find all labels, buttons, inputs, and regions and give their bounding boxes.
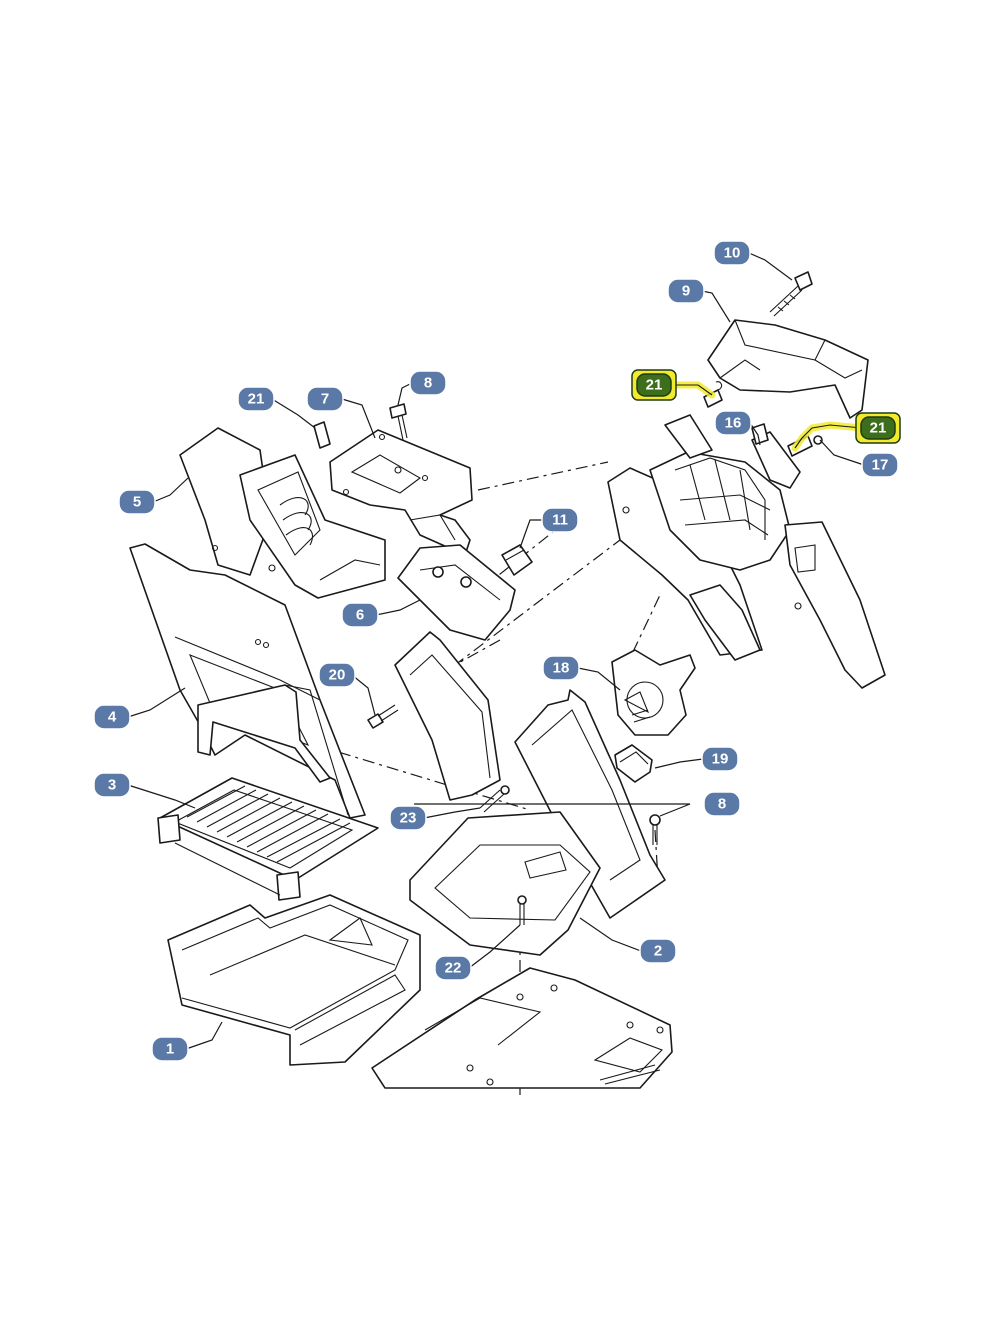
part-1-drip-tray [167,894,421,1066]
callout-21-highlighted-upper[interactable]: 21 [631,369,677,401]
callout-22[interactable]: 22 [434,955,472,981]
callout-4[interactable]: 4 [93,704,131,730]
callout-4-label: 4 [108,709,117,726]
highlight-path-upper [668,381,716,399]
leader-lines [127,252,865,1050]
base-plate [371,967,673,1089]
callout-21-upper-label: 21 [646,377,663,394]
callout-8-top-label: 8 [424,375,432,392]
callout-20-label: 20 [329,667,346,684]
screw-8-bottom [649,814,661,845]
callout-2[interactable]: 2 [639,938,677,964]
screw-20 [367,704,399,729]
screw-23 [479,785,510,813]
callout-21-left[interactable]: 21 [237,386,275,412]
callout-19-label: 19 [712,751,729,768]
callout-19[interactable]: 19 [701,746,739,772]
callout-21-left-label: 21 [248,391,265,408]
part-11-switch [501,544,533,576]
callout-9[interactable]: 9 [667,278,705,304]
callout-1[interactable]: 1 [151,1036,189,1062]
part-5-spring-bracket [179,427,386,599]
callout-16[interactable]: 16 [714,410,752,436]
grinder-assembly [607,414,886,689]
callout-6-label: 6 [356,607,364,624]
part-21-highlight-paths [668,381,866,452]
callout-badges: 1 2 3 4 5 6 7 8 [93,240,901,1062]
callout-7-label: 7 [321,391,329,408]
callout-8-bottom-label: 8 [718,796,726,813]
callout-9-label: 9 [682,283,690,300]
callout-21-highlighted-right[interactable]: 21 [855,412,901,444]
screw-22 [517,895,527,925]
callout-10[interactable]: 10 [713,240,751,266]
part-3-drip-grate [157,777,379,901]
callout-18[interactable]: 18 [542,655,580,681]
callout-7[interactable]: 7 [306,386,344,412]
callout-21-right-label: 21 [870,420,887,437]
callout-18-label: 18 [553,660,570,677]
callout-22-label: 22 [445,960,462,977]
part-10-long-screw [769,271,813,317]
callout-1-label: 1 [166,1041,174,1058]
callout-3[interactable]: 3 [93,772,131,798]
part-9-handle [707,319,869,419]
part-7-upper-plate [329,429,473,556]
callout-5[interactable]: 5 [118,489,156,515]
screw-8-top [389,403,408,441]
screw-21-left [313,421,331,449]
callout-6[interactable]: 6 [341,602,379,628]
callout-8-top[interactable]: 8 [409,370,447,396]
part-19-switch [614,744,653,783]
callout-2-label: 2 [654,943,662,960]
callout-16-label: 16 [725,415,742,432]
part-18-motor [611,649,696,736]
callout-10-label: 10 [724,245,741,262]
callout-5-label: 5 [133,494,141,511]
callout-23-label: 23 [400,810,417,827]
callout-8-bottom[interactable]: 8 [703,791,741,817]
callout-23[interactable]: 23 [389,805,427,831]
callout-17[interactable]: 17 [861,452,899,478]
callout-17-label: 17 [872,457,889,474]
callout-11[interactable]: 11 [541,507,579,533]
callout-11-label: 11 [552,512,568,529]
part-4-back-panel [129,543,366,819]
callout-3-label: 3 [108,777,116,794]
part-6-lower-bracket [397,514,516,641]
callout-20[interactable]: 20 [318,662,356,688]
